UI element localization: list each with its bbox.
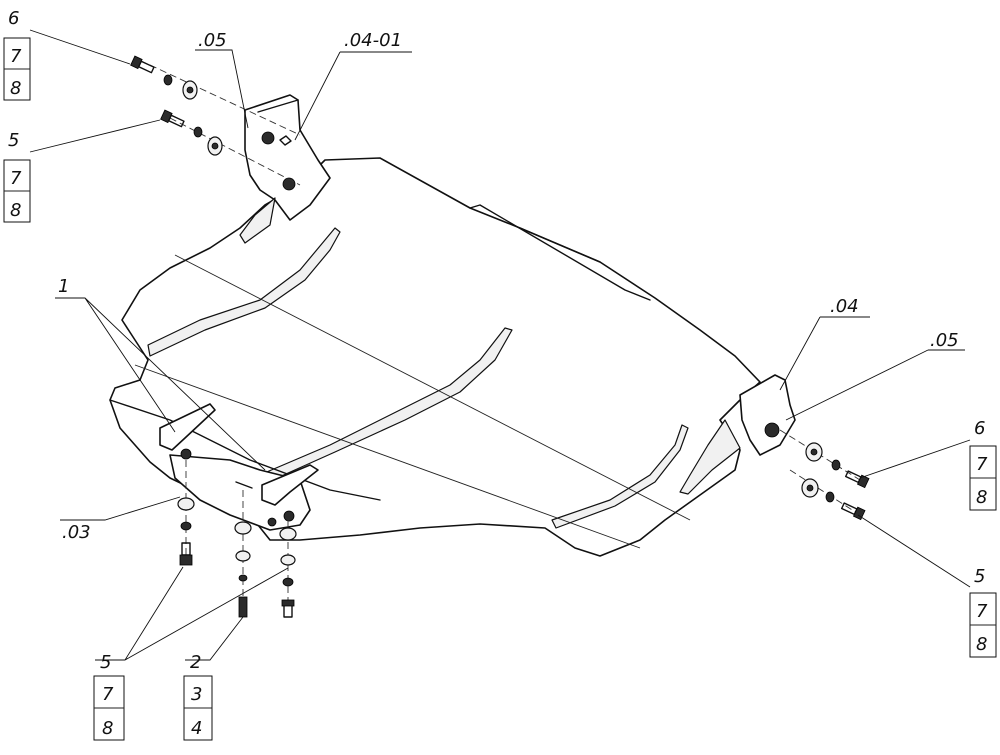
callout-stack-bottom-a: 5 7 8 xyxy=(93,652,125,741)
callout-number: 2 xyxy=(190,652,201,673)
callout-number: 7 xyxy=(976,454,988,475)
callout-number: 7 xyxy=(10,46,22,67)
bracket-04 xyxy=(679,374,796,495)
callout-number: 8 xyxy=(976,634,987,655)
callout-stack-bottom-b: 2 3 4 xyxy=(183,652,213,741)
callout-stack-top-left-a: 6 7 8 xyxy=(3,8,31,101)
callout-leaders xyxy=(29,29,971,661)
callout-ref-03: .03 xyxy=(62,522,91,543)
callout-ref-04-01: .04-01 xyxy=(344,30,402,51)
bracket-03 xyxy=(159,403,319,531)
fasteners-right xyxy=(779,429,870,521)
bracket-04-01 xyxy=(239,94,331,244)
skid-plate xyxy=(109,157,761,557)
callout-number: 7 xyxy=(10,168,22,189)
callout-number: 5 xyxy=(974,566,985,587)
callout-ref-05-top: .05 xyxy=(198,30,227,51)
fasteners-top-left xyxy=(130,55,301,186)
callout-ref-05-right: .05 xyxy=(930,330,959,351)
fasteners-bottom xyxy=(177,460,297,618)
callout-number: 8 xyxy=(102,718,113,739)
callout-stack-right-a: 6 7 8 xyxy=(969,418,997,511)
callout-number: 5 xyxy=(100,652,111,673)
callout-number: 6 xyxy=(974,418,985,439)
callout-number: 3 xyxy=(191,684,202,705)
callout-stack-top-left-b: 5 7 8 xyxy=(3,130,31,223)
callout-number: 5 xyxy=(8,130,19,151)
callout-number: 8 xyxy=(976,487,987,508)
callout-ref-1: 1 xyxy=(58,276,69,297)
callout-number: 4 xyxy=(191,718,202,739)
callout-number: 7 xyxy=(976,601,988,622)
callout-number: 8 xyxy=(10,78,21,99)
callout-number: 7 xyxy=(102,684,114,705)
callout-number: 6 xyxy=(8,8,19,29)
callout-number: 8 xyxy=(10,200,21,221)
callout-stack-right-b: 5 7 8 xyxy=(969,566,997,658)
callout-ref-04: .04 xyxy=(830,296,859,317)
